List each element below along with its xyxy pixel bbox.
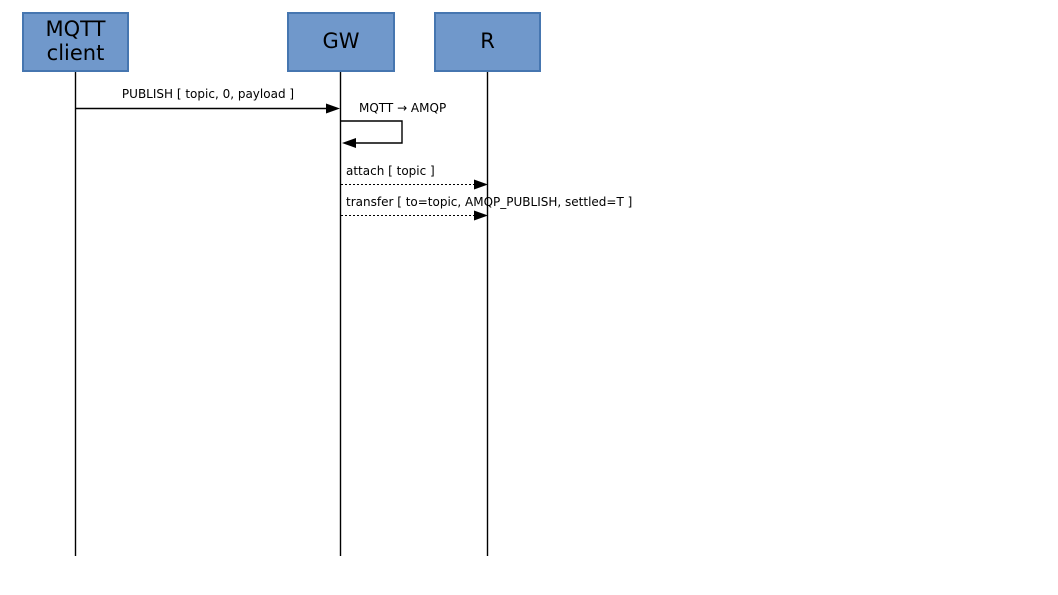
actor-box-gw: GW bbox=[287, 12, 395, 72]
actor-box-r: R bbox=[434, 12, 541, 72]
message-label-mqtt-to-amqp: MQTT → AMQP bbox=[359, 101, 447, 115]
self-message-arrow bbox=[341, 120, 403, 148]
message-label-publish: PUBLISH [ topic, 0, payload ] bbox=[121, 87, 295, 101]
message-label-attach: attach [ topic ] bbox=[346, 164, 435, 178]
actor-box-mqtt-client: MQTT client bbox=[22, 12, 129, 72]
transfer-arrow bbox=[341, 210, 488, 221]
publish-arrow bbox=[76, 103, 340, 114]
message-label-transfer: transfer [ to=topic, AMQP_PUBLISH, settl… bbox=[346, 195, 633, 209]
attach-arrow bbox=[341, 179, 488, 190]
